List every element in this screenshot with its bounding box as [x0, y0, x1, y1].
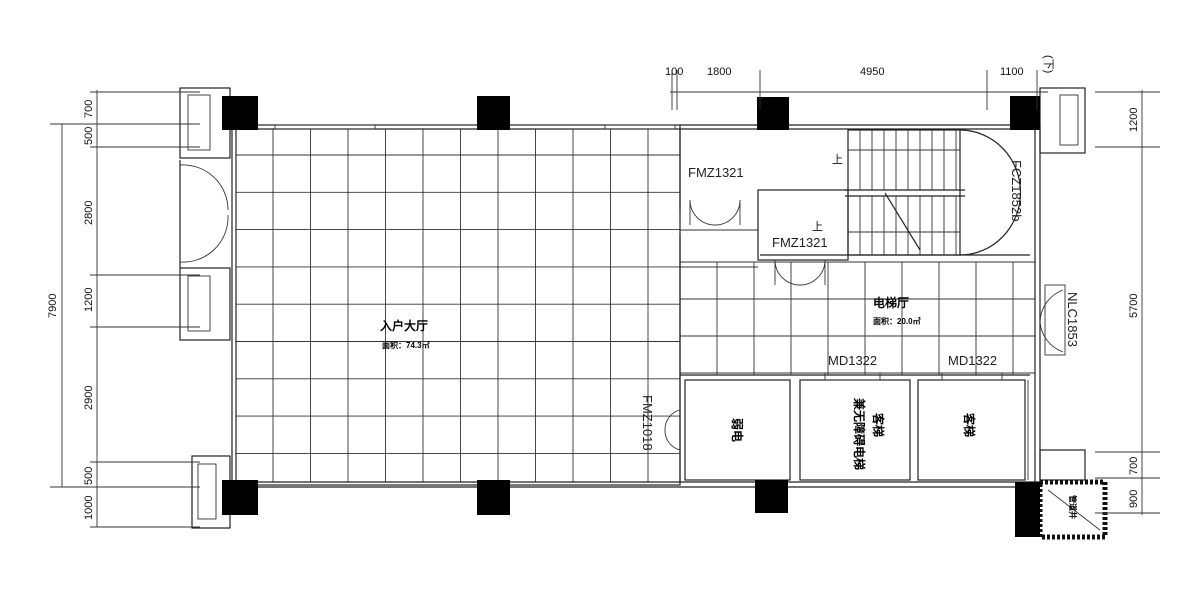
room-subname-elevator-1: 兼无障碍电梯: [852, 397, 867, 470]
dim-right-2: 700: [1128, 457, 1140, 475]
dim-right-3: 900: [1128, 490, 1140, 508]
dim-left-3: 1200: [83, 288, 95, 312]
floor-tile-grid: [236, 129, 1035, 482]
room-area-lobby: 面积：74.3㎡: [382, 340, 430, 350]
room-name-elevator-1: 客梯: [871, 412, 886, 437]
dim-left-total: 7900: [47, 294, 59, 318]
room-name-lobby: 入户大厅: [380, 318, 428, 333]
room-name-elevator-2: 客梯: [962, 412, 977, 437]
dim-left-5: 500: [83, 467, 95, 485]
dim-top-1: 1800: [707, 66, 731, 78]
dim-right-0: 1200: [1128, 108, 1140, 132]
dim-right-1: 5700: [1128, 294, 1140, 318]
room-name-shaft: 管道井: [1068, 495, 1078, 519]
dim-top-3: 1100: [1000, 66, 1024, 78]
door-label-fm3: FMZ1018: [640, 395, 655, 451]
dim-left-1: 500: [83, 127, 95, 145]
door-label-md1: MD1322: [828, 353, 877, 368]
dim-left-4: 2900: [83, 386, 95, 410]
door-label-fm1: FMZ1321: [688, 165, 744, 180]
dim-left-0: 700: [83, 100, 95, 118]
dimension-lines: [50, 70, 1160, 528]
stair-up-label: 上: [832, 153, 843, 166]
stair-up-label: 上: [812, 220, 823, 233]
door-label-fc: FCZ1852b: [1009, 160, 1024, 221]
dim-top-note: (下): [1042, 55, 1054, 73]
structural-columns: [222, 96, 1040, 537]
dim-left-6: 1000: [83, 496, 95, 520]
room-name-weak-current: 弱电: [730, 418, 745, 442]
door-label-md2: MD1322: [948, 353, 997, 368]
dim-top-2: 4950: [860, 66, 884, 78]
door-label-fm2: FMZ1321: [772, 235, 828, 250]
door-label-nlc: NLC1853: [1065, 292, 1080, 347]
room-area-elevator-hall: 面积：20.0㎡: [873, 316, 921, 326]
dim-left-2: 2800: [83, 201, 95, 225]
stair: 上 上: [812, 129, 1022, 256]
room-name-elevator-hall: 电梯厅: [873, 295, 909, 310]
door-swings: [664, 199, 1003, 451]
dim-top-0: 100: [665, 66, 683, 78]
